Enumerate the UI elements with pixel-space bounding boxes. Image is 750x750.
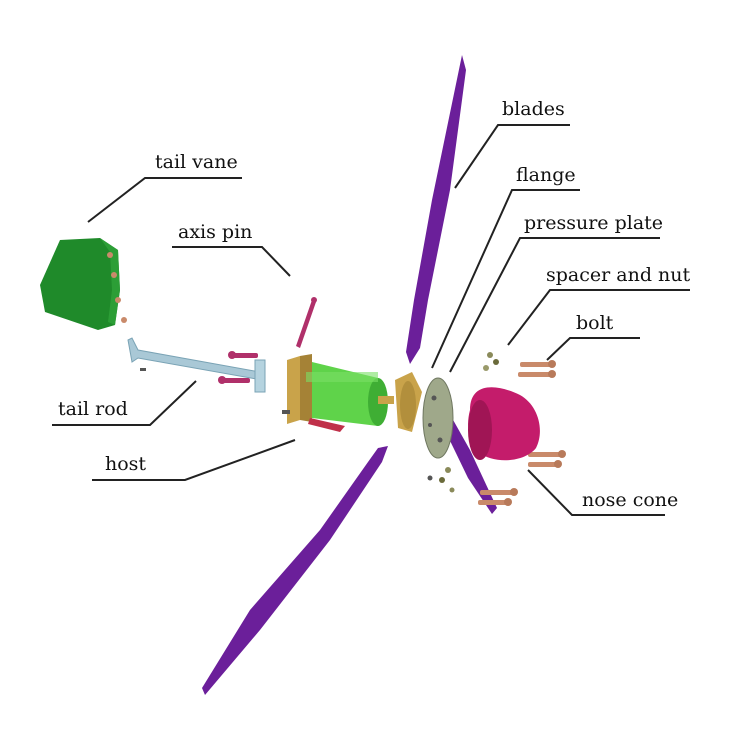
bolts (478, 360, 566, 506)
tail-bolts (218, 351, 258, 384)
pressure-plate (422, 377, 454, 459)
flange (395, 372, 422, 432)
label-host: host (105, 453, 146, 475)
host-generator (282, 354, 394, 432)
axis-pin (296, 297, 317, 348)
label-tail-rod: tail rod (58, 398, 128, 420)
label-flange: flange (516, 164, 576, 186)
label-pressure-plate: pressure plate (524, 212, 663, 234)
leader-nose-cone (527, 469, 665, 516)
label-tail-vane: tail vane (155, 151, 238, 173)
label-bolt: bolt (576, 312, 614, 334)
label-axis-pin: axis pin (178, 221, 252, 243)
nose-cone (468, 387, 540, 461)
blade-upper (406, 55, 466, 364)
spacers-and-nuts (427, 352, 499, 493)
tail-rod (127, 337, 266, 393)
tail-vane (40, 238, 127, 330)
label-spacer-and-nut: spacer and nut (546, 264, 690, 286)
leader-host (92, 439, 296, 481)
leader-lines (52, 124, 690, 516)
label-nose-cone: nose cone (582, 489, 678, 511)
label-blades: blades (502, 98, 565, 120)
leader-flange (431, 189, 580, 369)
leader-bolt (546, 337, 640, 361)
leader-tail-vane (87, 177, 242, 223)
leader-pressure-plate (449, 237, 660, 373)
leader-axis-pin (172, 246, 291, 277)
blade-lower (202, 446, 388, 695)
leader-tail-rod (52, 380, 197, 426)
leader-spacer-and-nut (507, 289, 690, 346)
leader-blades (454, 124, 570, 189)
